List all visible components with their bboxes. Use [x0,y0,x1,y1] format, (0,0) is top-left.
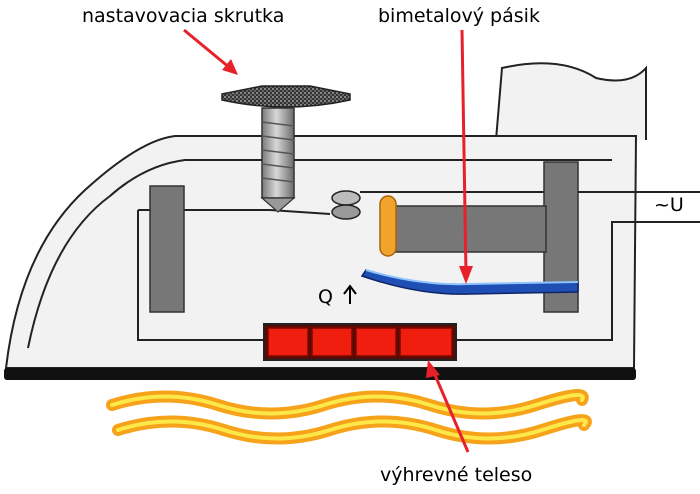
bimetal-strip-label: bimetalový pásik [378,5,540,27]
contact-pin [379,195,397,257]
sole-plate [4,368,636,380]
heat-waves [106,389,592,445]
up-arrow-icon [343,284,357,304]
voltage-label: ~U [654,194,684,216]
contact-points [331,190,361,220]
heat-label: Q [318,286,333,308]
screw-pointer-arrow [183,28,231,70]
right-frame-bracket [391,161,579,313]
heating-element-label: výhrevné teleso [380,464,533,486]
adjusting-screw [221,85,351,213]
circuit-wires [137,191,700,341]
bimetal-strip [360,269,579,295]
annotation-arrows [183,28,473,453]
bimetal-pointer-arrow [460,29,468,275]
heating-element [263,323,457,361]
heater-pointer-arrow [430,367,470,453]
adjusting-screw-label: nastavovacia skrutka [82,5,285,27]
left-frame-post [149,185,185,313]
iron-handle [495,62,647,141]
inner-contour [27,159,612,349]
